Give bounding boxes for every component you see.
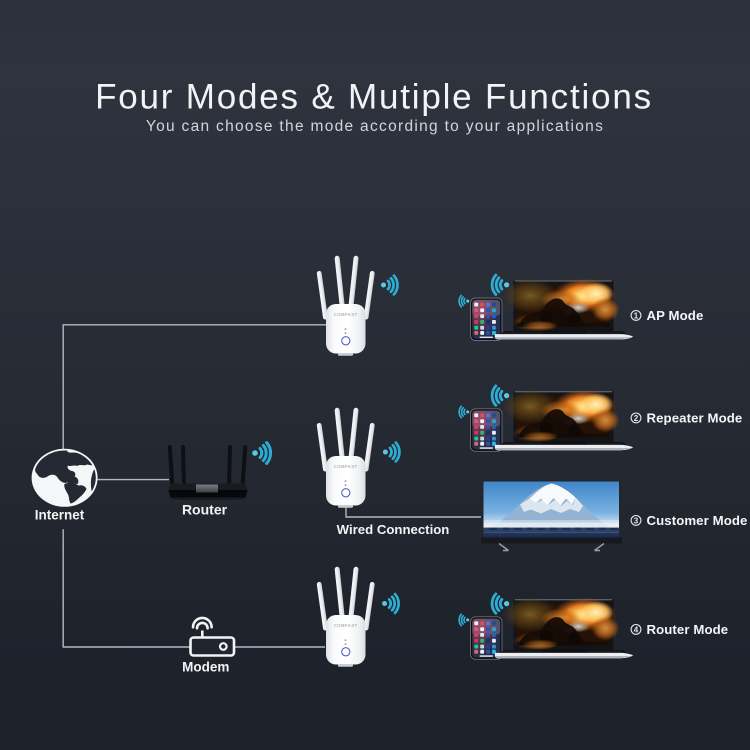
svg-text:3: 3 [634, 516, 639, 525]
svg-text:Wired Connection: Wired Connection [337, 522, 450, 537]
svg-text:Router: Router [182, 502, 228, 518]
svg-text:AP Mode: AP Mode [647, 308, 704, 323]
svg-text:Customer Mode: Customer Mode [647, 513, 748, 528]
svg-text:Internet: Internet [35, 508, 85, 523]
svg-text:Repeater Mode: Repeater Mode [647, 411, 743, 426]
svg-text:Router Mode: Router Mode [647, 622, 729, 637]
svg-text:2: 2 [634, 414, 639, 423]
svg-text:1: 1 [634, 311, 639, 320]
svg-text:4: 4 [634, 625, 639, 634]
svg-text:Four Modes & Mutiple Functions: Four Modes & Mutiple Functions [95, 78, 653, 117]
svg-text:You can choose the mode accord: You can choose the mode according to you… [146, 118, 604, 135]
svg-text:Modem: Modem [182, 660, 229, 675]
